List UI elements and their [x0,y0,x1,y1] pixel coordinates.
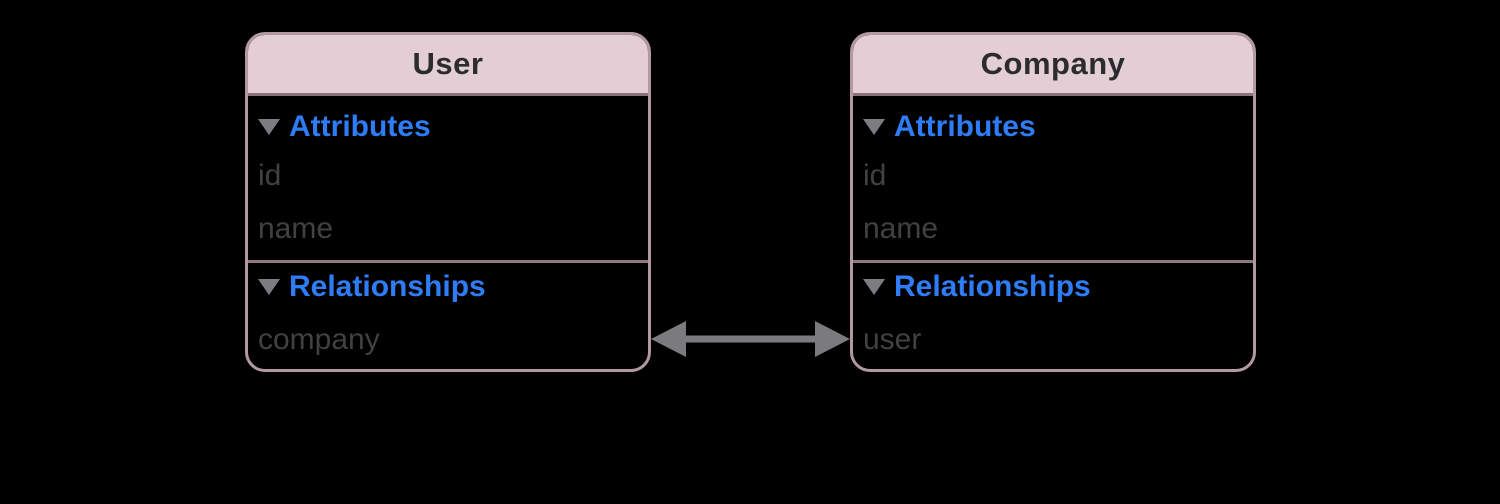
section-label: Attributes [289,110,431,143]
arrowhead-left-icon [651,321,686,357]
disclosure-triangle-icon[interactable] [258,279,280,295]
disclosure-triangle-icon[interactable] [258,119,280,135]
relationship-arrow[interactable] [651,318,850,360]
relationship-row[interactable]: user [863,323,922,356]
section-label: Relationships [289,270,486,303]
relationship-row[interactable]: company [258,323,380,356]
section-divider [853,260,1253,263]
entity-box-company[interactable]: Company Attributes id name Relationships… [850,32,1256,372]
attribute-row[interactable]: name [863,212,939,245]
attribute-row[interactable]: name [258,212,334,245]
arrowhead-right-icon [815,321,850,357]
section-header-relationships[interactable]: Relationships [248,269,648,305]
entity-title: User [412,46,484,81]
attribute-row[interactable]: id [863,159,887,192]
entity-header[interactable]: Company [853,35,1253,96]
entity-title: Company [980,46,1126,81]
entity-box-user[interactable]: User Attributes id name Relationships co… [245,32,651,372]
entity-header[interactable]: User [248,35,648,96]
disclosure-triangle-icon[interactable] [863,279,885,295]
disclosure-triangle-icon[interactable] [863,119,885,135]
section-label: Attributes [894,110,1036,143]
attribute-row[interactable]: id [258,159,282,192]
section-header-attributes[interactable]: Attributes [853,109,1253,145]
section-header-relationships[interactable]: Relationships [853,269,1253,305]
section-label: Relationships [894,270,1091,303]
section-header-attributes[interactable]: Attributes [248,109,648,145]
section-divider [248,260,648,263]
